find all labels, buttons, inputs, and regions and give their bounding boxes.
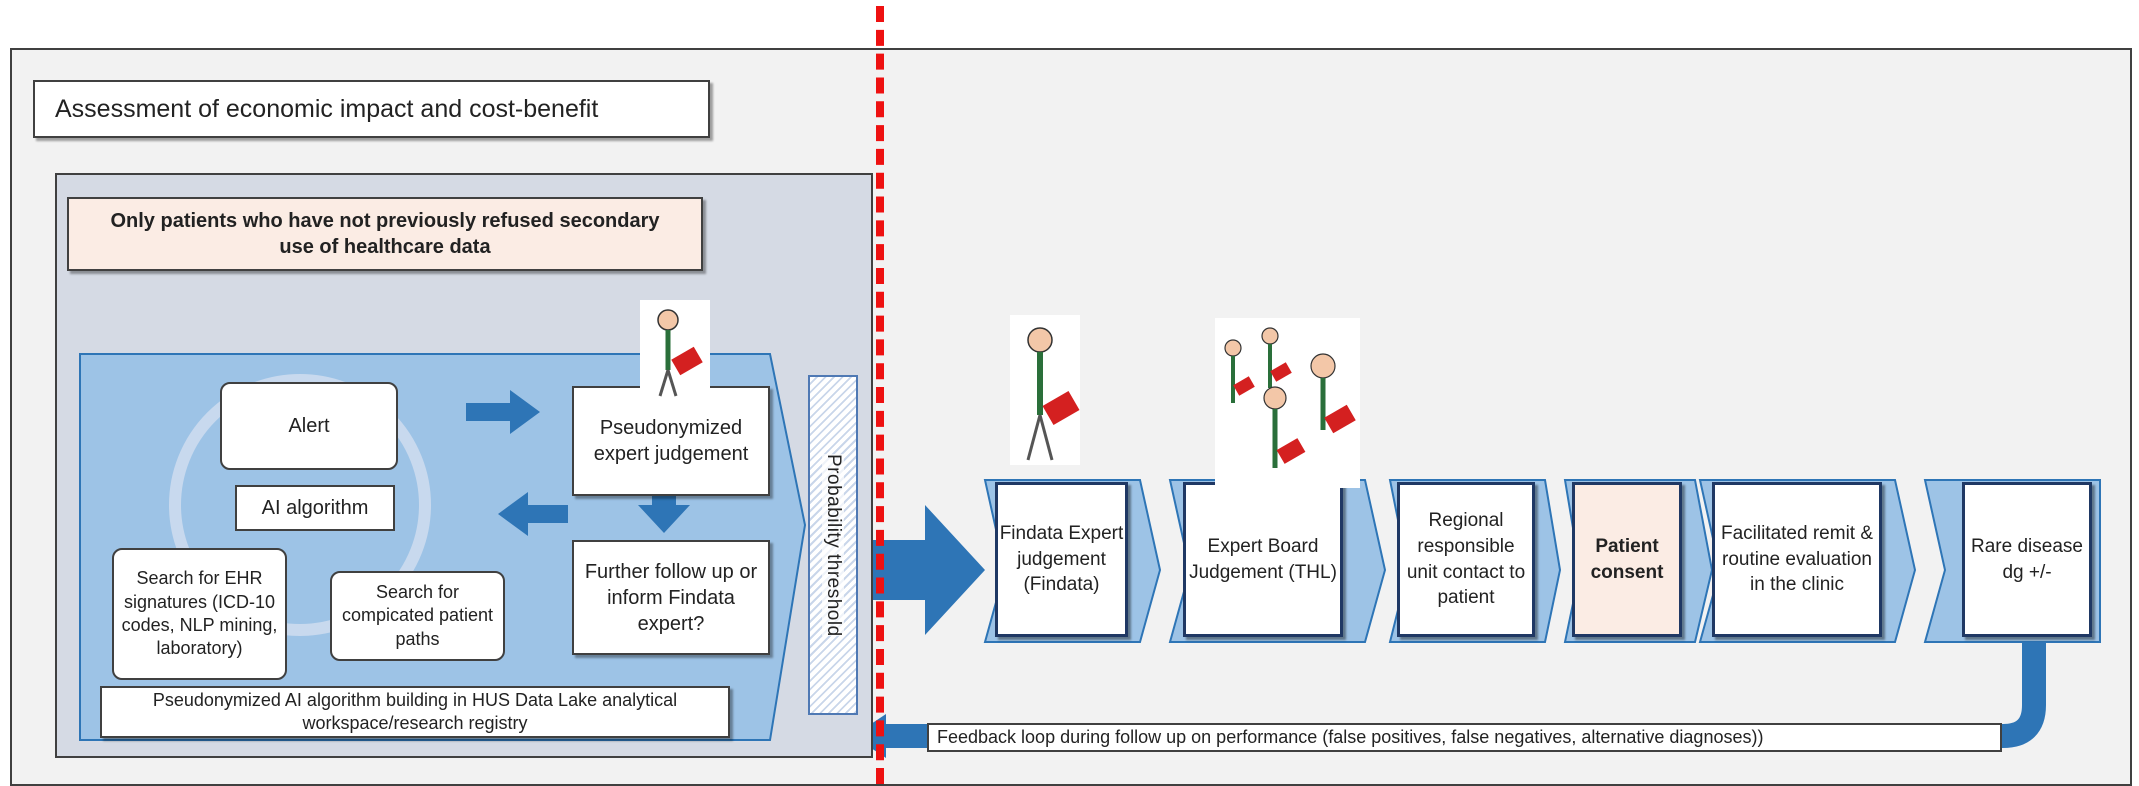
findata-expert-icon xyxy=(1010,315,1080,465)
search-paths-box: Search for compicated patient paths xyxy=(330,571,505,661)
consent-note: Only patients who have not previously re… xyxy=(67,197,703,271)
divider-line xyxy=(876,6,884,784)
probability-threshold-label: Probability threshold xyxy=(822,453,844,637)
board-member-3 xyxy=(1263,386,1306,468)
step-expert-board: Expert Board Judgement (THL) xyxy=(1183,482,1343,637)
feedback-arrow-path xyxy=(880,642,2046,748)
step-rare-disease: Rare disease dg +/- xyxy=(1962,482,2092,637)
building-label: Pseudonymized AI algorithm building in H… xyxy=(100,686,730,738)
board-member-4 xyxy=(1310,353,1356,434)
process-chevrons xyxy=(983,479,2101,643)
search-ehr-box: Search for EHR signatures (ICD-10 codes,… xyxy=(112,548,287,680)
alert-box: Alert xyxy=(220,382,398,470)
main-arrow xyxy=(866,505,985,635)
expert-icon xyxy=(640,300,710,400)
step-patient-consent: Patient consent xyxy=(1572,482,1682,637)
step-findata: Findata Expert judgement (Findata) xyxy=(995,482,1128,637)
probability-threshold-box: Probability threshold xyxy=(808,375,858,715)
page-title: Assessment of economic impact and cost-b… xyxy=(33,80,710,138)
ai-algorithm-box: AI algorithm xyxy=(235,485,395,531)
feedback-loop-label: Feedback loop during follow up on perfor… xyxy=(927,723,2002,752)
board-member-2 xyxy=(1261,327,1292,388)
board-member-1 xyxy=(1224,339,1255,403)
step-facilitated-remit: Facilitated remit & routine evaluation i… xyxy=(1712,482,1882,637)
expert-board-icon xyxy=(1215,318,1360,488)
expert-judgement-box: Pseudonymized expert judgement xyxy=(572,386,770,496)
follow-up-box: Further follow up or inform Findata expe… xyxy=(572,540,770,655)
step-regional-unit: Regional responsible unit contact to pat… xyxy=(1397,482,1535,637)
